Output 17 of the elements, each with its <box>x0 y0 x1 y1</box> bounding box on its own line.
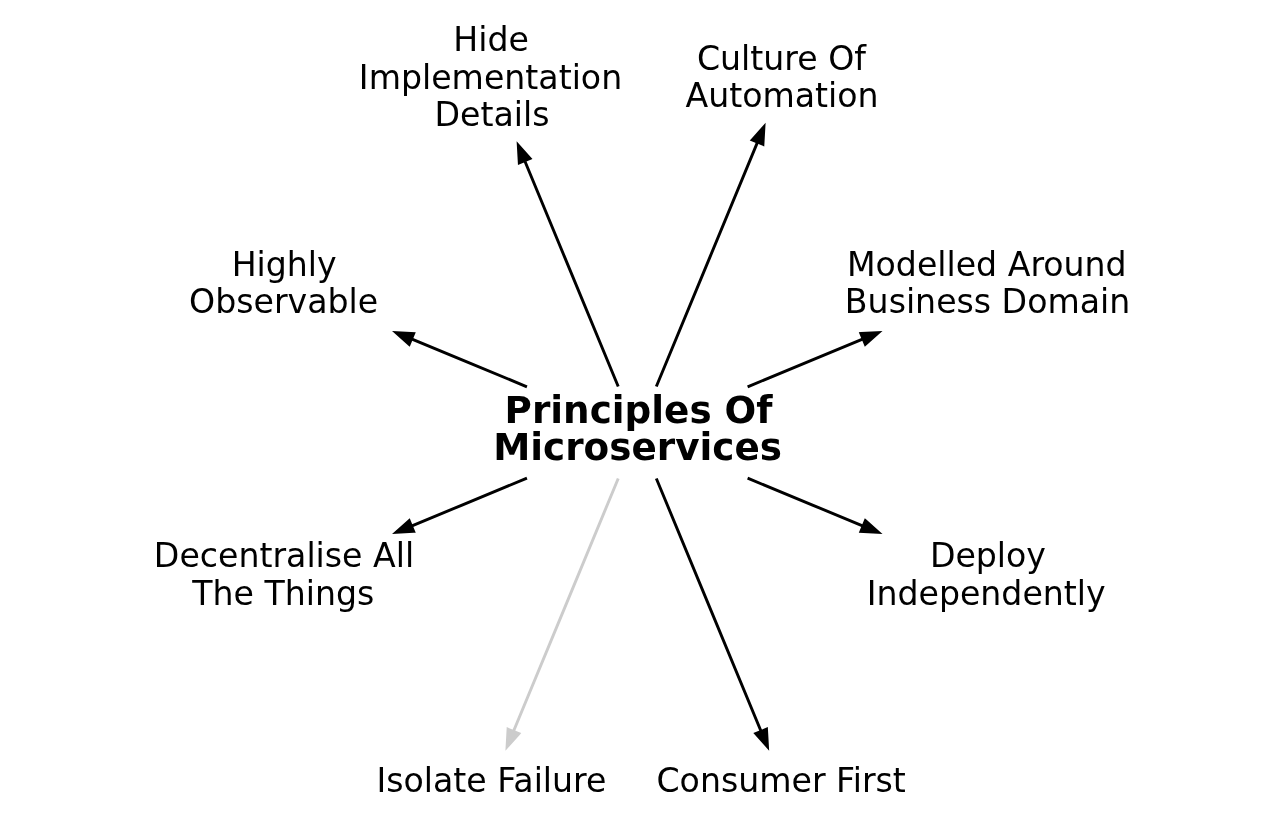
arrow <box>504 477 620 751</box>
arrow <box>746 330 883 389</box>
arrow <box>654 122 766 388</box>
node-text: Modelled Around Business Domain <box>844 245 1130 322</box>
node-text: Culture Of Automation <box>685 38 879 116</box>
node-text: Hide Implementation Details <box>358 20 622 134</box>
arrow <box>654 477 769 751</box>
node-text: Decentralise All The Things <box>153 536 414 613</box>
arrow <box>516 141 620 388</box>
arrow <box>391 330 527 389</box>
node-text: Principles Of Microservices <box>492 387 782 470</box>
arrow <box>746 476 883 535</box>
node-text: Consumer First <box>655 761 906 801</box>
node-text: Isolate Failure <box>376 761 606 801</box>
node-text: Highly Observable <box>188 245 378 322</box>
node-text: Deploy Independently <box>866 536 1106 613</box>
arrow <box>391 476 527 535</box>
